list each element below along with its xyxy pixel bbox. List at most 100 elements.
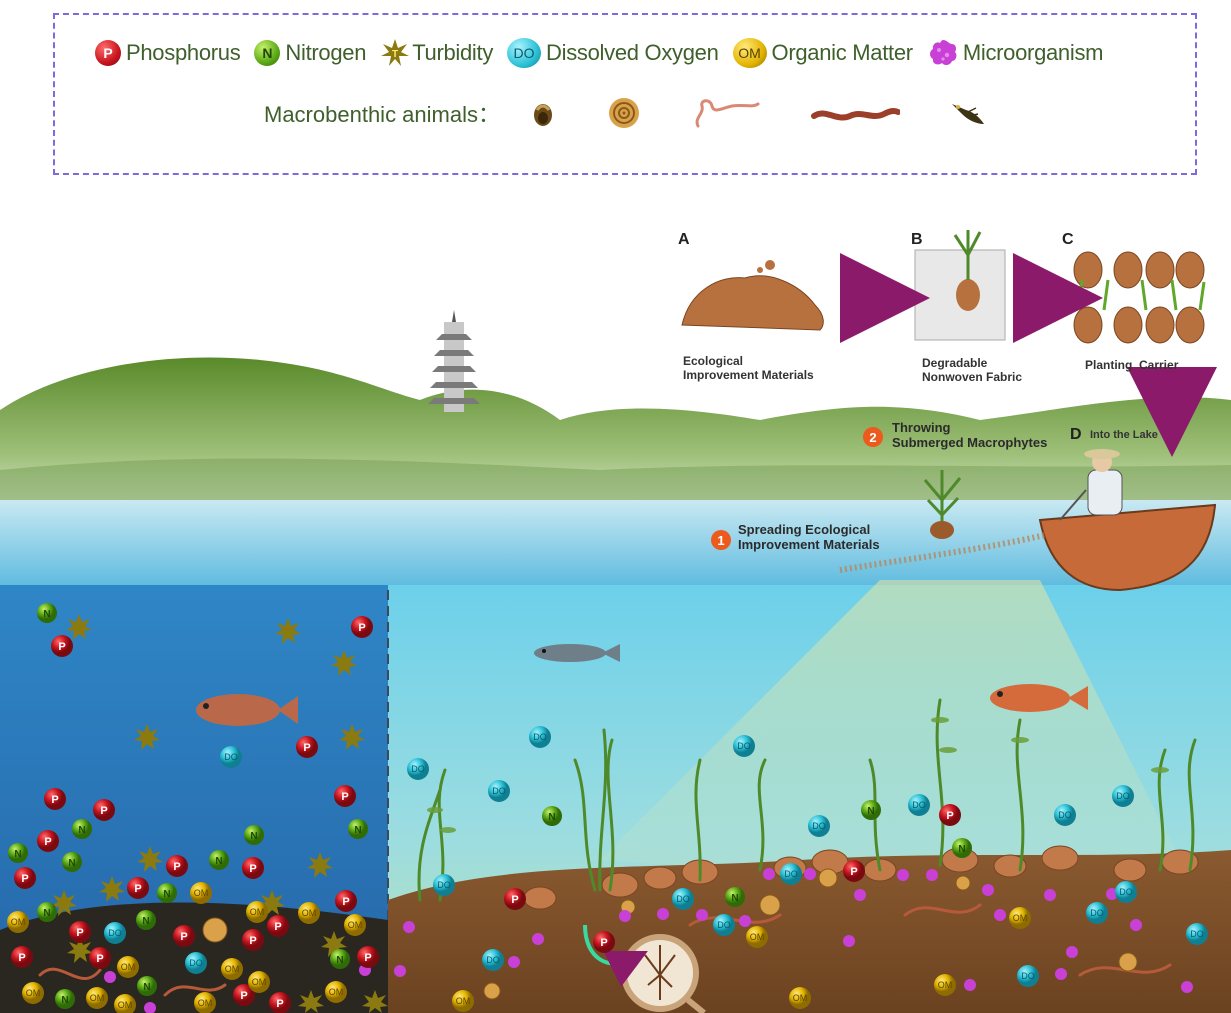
svg-text:DO: DO	[437, 880, 451, 890]
svg-text:OM: OM	[793, 993, 808, 1003]
svg-text:P: P	[58, 641, 65, 653]
svg-text:DO: DO	[411, 764, 425, 774]
svg-text:DO: DO	[912, 800, 926, 810]
step-c-caption: Planting Carrier	[1085, 358, 1178, 372]
svg-text:DO: DO	[1119, 887, 1133, 897]
svg-text:P: P	[134, 883, 141, 895]
svg-text:DO: DO	[1021, 971, 1035, 981]
svg-text:N: N	[143, 982, 150, 993]
svg-text:N: N	[958, 844, 965, 855]
svg-text:DO: DO	[189, 958, 203, 968]
svg-text:P: P	[341, 791, 348, 803]
legend-label-phosphorus: Phosphorus	[126, 40, 240, 66]
red-worm-icon	[692, 96, 762, 130]
svg-text:P: P	[276, 998, 283, 1010]
svg-text:OM: OM	[11, 917, 26, 927]
spiral-snail-icon	[604, 96, 644, 130]
svg-text:OM: OM	[348, 920, 363, 930]
svg-text:P: P	[274, 921, 281, 933]
svg-text:OM: OM	[198, 998, 213, 1008]
svg-text:DO: DO	[1090, 908, 1104, 918]
step-b-caption: Degradable Nonwoven Fabric	[922, 356, 1022, 384]
svg-text:P: P	[173, 861, 180, 873]
lake-surface	[0, 500, 1231, 590]
svg-text:P: P	[21, 873, 28, 885]
svg-text:OM: OM	[938, 980, 953, 990]
svg-text:N: N	[43, 908, 50, 919]
legend-item-dissolved-oxygen: DO Dissolved Oxygen	[507, 38, 719, 68]
svg-text:P: P	[511, 894, 518, 906]
svg-text:OM: OM	[194, 888, 209, 898]
svg-text:N: N	[731, 893, 738, 904]
svg-text:OM: OM	[250, 907, 265, 917]
svg-text:DO: DO	[676, 894, 690, 904]
svg-text:T: T	[392, 49, 398, 60]
svg-text:N: N	[250, 831, 257, 842]
svg-text:DO: DO	[1058, 810, 1072, 820]
step-2-number-badge: 2	[863, 427, 883, 447]
step-d-letter: D	[1070, 426, 1082, 444]
legend-item-phosphorus: P Phosphorus	[95, 40, 240, 66]
lake-scene-illustration: PPPPP PPPPP PPPPP PPPPP PPPPP NNNNN NNNN…	[0, 180, 1231, 1013]
svg-text:N: N	[68, 858, 75, 869]
dissolved-oxygen-badge-icon: DO	[507, 38, 541, 68]
legend-label-dissolved-oxygen: Dissolved Oxygen	[546, 40, 719, 66]
legend-label-organic-matter: Organic Matter	[772, 40, 913, 66]
step-1-line2: Improvement Materials	[738, 537, 880, 552]
step-a-caption-line2: Improvement Materials	[683, 368, 814, 382]
legend-label-nitrogen: Nitrogen	[285, 40, 366, 66]
legend-label-microorganism: Microorganism	[963, 40, 1103, 66]
svg-text:DO: DO	[486, 955, 500, 965]
svg-text:P: P	[850, 866, 857, 878]
macrobenthic-animals-label: Macrobenthic animals：	[264, 97, 500, 129]
svg-text:OM: OM	[456, 996, 471, 1006]
svg-text:DO: DO	[492, 786, 506, 796]
svg-text:P: P	[249, 863, 256, 875]
svg-text:N: N	[354, 825, 361, 836]
svg-text:DO: DO	[533, 732, 547, 742]
svg-text:OM: OM	[252, 977, 267, 987]
svg-text:P: P	[358, 622, 365, 634]
svg-text:N: N	[867, 806, 874, 817]
svg-text:DO: DO	[717, 920, 731, 930]
legend-label-turbidity: Turbidity	[412, 40, 493, 66]
svg-text:P: P	[100, 805, 107, 817]
svg-text:P: P	[240, 990, 247, 1002]
legend-item-organic-matter: OM Organic Matter	[733, 38, 913, 68]
svg-text:P: P	[76, 927, 83, 939]
svg-text:P: P	[303, 742, 310, 754]
svg-text:DO: DO	[1116, 791, 1130, 801]
svg-text:DO: DO	[108, 928, 122, 938]
svg-text:OM: OM	[225, 964, 240, 974]
legend-row-animals: Macrobenthic animals：	[264, 96, 988, 130]
svg-text:P: P	[51, 794, 58, 806]
svg-text:N: N	[215, 856, 222, 867]
svg-text:OM: OM	[26, 988, 41, 998]
svg-text:OM: OM	[750, 932, 765, 942]
organic-matter-badge-icon: OM	[733, 38, 767, 68]
svg-text:OM: OM	[90, 993, 105, 1003]
svg-text:OM: OM	[118, 1000, 133, 1010]
larva-icon	[948, 98, 988, 128]
step-a-caption-line1: Ecological	[683, 354, 814, 368]
step-c-letter: C	[1062, 231, 1074, 249]
step-d-caption: Into the Lake	[1090, 428, 1158, 442]
step-b-letter: B	[911, 231, 923, 249]
svg-text:N: N	[548, 812, 555, 823]
phosphorus-badge-icon: P	[95, 40, 121, 66]
svg-text:P: P	[946, 810, 953, 822]
step-2-line1: Throwing	[892, 420, 1047, 435]
turbidity-star-icon: T	[380, 38, 410, 68]
legend-item-turbidity: T Turbidity	[380, 38, 493, 68]
earthworm-icon	[810, 100, 900, 126]
legend-item-nitrogen: N Nitrogen	[254, 40, 366, 66]
legend-row-indicators: P Phosphorus N Nitrogen T Turbidity DO D…	[95, 38, 1117, 68]
snail-icon	[530, 98, 556, 128]
svg-text:N: N	[336, 955, 343, 966]
svg-text:DO: DO	[224, 752, 238, 762]
step-1-annotation: Spreading Ecological Improvement Materia…	[738, 522, 880, 552]
svg-text:N: N	[14, 849, 21, 860]
svg-text:DO: DO	[1190, 929, 1204, 939]
svg-text:N: N	[163, 889, 170, 900]
svg-text:P: P	[600, 937, 607, 949]
